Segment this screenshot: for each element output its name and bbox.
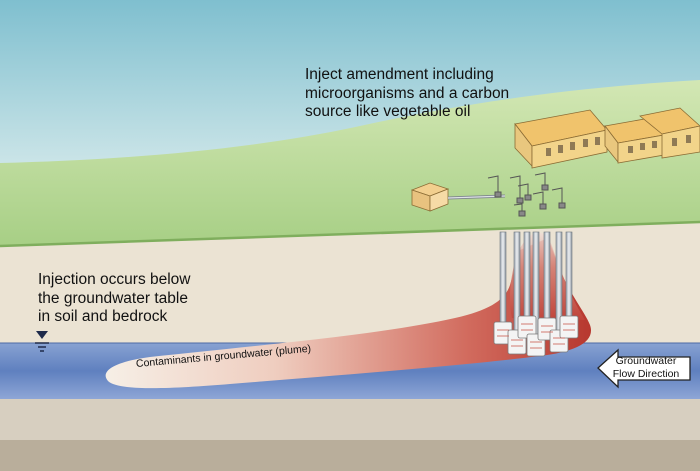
buildings [514, 107, 700, 169]
ground-surface-line [0, 220, 700, 248]
well-screens [493, 315, 579, 357]
amendment-line-3: source like vegetable oil [305, 103, 471, 120]
deep-bedrock-layer [0, 440, 700, 471]
well-pipe [499, 231, 507, 337]
flow-line-1: Groundwater [615, 355, 677, 367]
injection-line-2: the groundwater table [38, 289, 188, 307]
flow-arrow-icon [597, 348, 691, 389]
amendment-line-1: Inject amendment including [305, 66, 494, 83]
amendment-line-2: microorganisms and a carbon [305, 84, 510, 102]
well-screen [559, 315, 579, 339]
amendment-annotation: Inject amendment including microorganism… [305, 66, 565, 122]
grass-hill [0, 80, 700, 246]
injection-line-3: in soil and bedrock [38, 308, 168, 325]
flow-line-2: Flow Direction [612, 367, 680, 380]
contaminant-plume [105, 238, 592, 389]
wellhead-fittings [487, 172, 566, 217]
injection-zone-annotation: Injection occurs below the groundwater t… [38, 271, 268, 327]
screen-slots [497, 323, 575, 349]
injection-wells [499, 231, 573, 351]
injection-line-1: Injection occurs below [38, 271, 191, 288]
water-table-icon [35, 331, 49, 352]
well-pipe [523, 231, 531, 329]
flow-direction-label: Groundwater Flow Direction [606, 355, 686, 380]
